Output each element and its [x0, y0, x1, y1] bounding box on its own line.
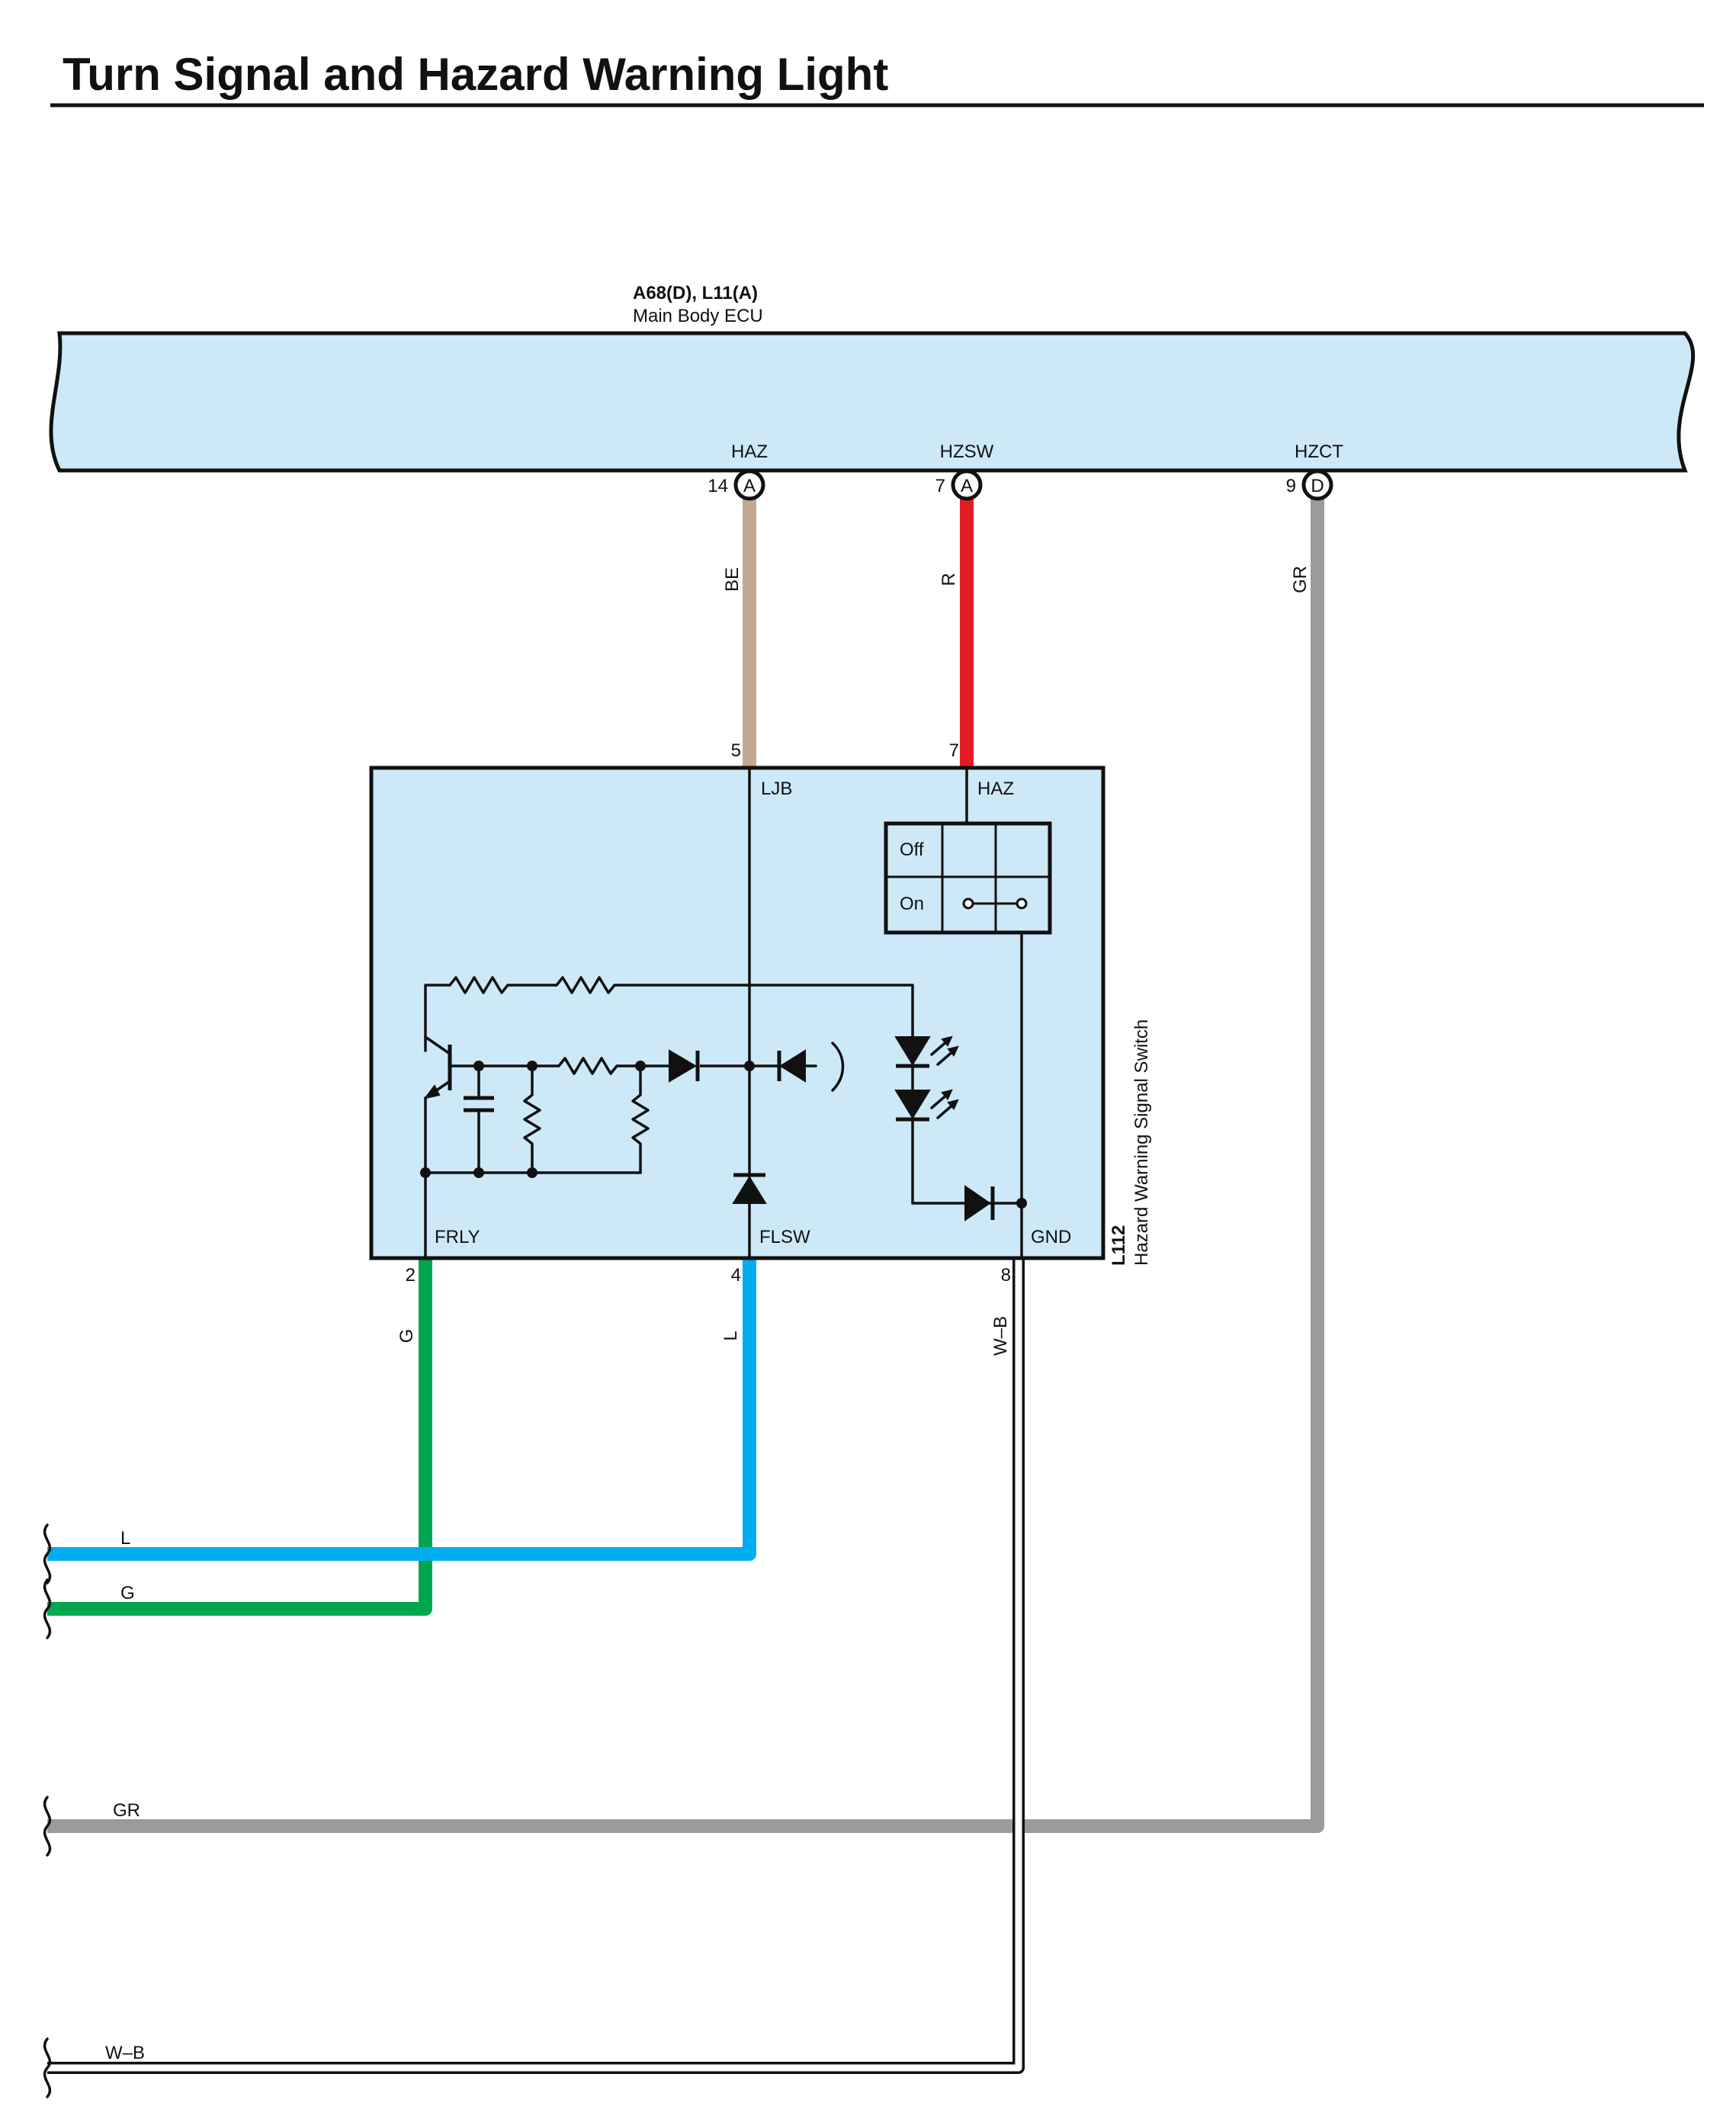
wire-label-l: L — [720, 1331, 741, 1340]
ecu-terminal-14-conn: A — [743, 476, 756, 496]
switch-pin-4-num: 4 — [731, 1265, 741, 1286]
wire-gr — [47, 494, 1324, 1833]
led-2 — [894, 1090, 931, 1119]
main-body-ecu — [49, 331, 1696, 473]
switch-pin-8-num: 8 — [1001, 1265, 1011, 1286]
wire-label-gr: GR — [1290, 566, 1311, 593]
switch-pin-2-num: 2 — [406, 1265, 416, 1286]
led-2-ray-head-1 — [941, 1089, 953, 1100]
diode-1 — [669, 1049, 697, 1083]
wire-break-wb — [43, 2037, 52, 2098]
left-wire-label-wb: W–B — [105, 2043, 145, 2063]
switch-pin-flsw: FLSW — [759, 1227, 810, 1247]
junction-dot — [527, 1061, 537, 1071]
switch-contact-right — [1016, 897, 1028, 910]
ecu-terminal-14-num: 14 — [708, 476, 728, 496]
led-1-ray-head-1 — [941, 1035, 953, 1047]
ecu-pin-haz-signal: HAZ — [731, 441, 768, 462]
led-2-ray-head-2 — [947, 1099, 959, 1110]
led-1-ray-head-2 — [947, 1045, 959, 1057]
ecu-terminal-7-conn: A — [961, 476, 973, 496]
wire-wb — [47, 1257, 1022, 2072]
ecu-connectors-label: A68(D), L11(A) — [633, 283, 758, 303]
wire-break-l — [43, 1523, 52, 1584]
junction-dot — [744, 1061, 755, 1071]
ecu-name-label: Main Body ECU — [633, 306, 763, 326]
wire-wb-outline — [47, 1257, 1025, 2074]
wire-break-gr — [43, 1796, 52, 1857]
ecu-terminal-7-num: 7 — [935, 476, 945, 496]
ecu-terminal-9-num: 9 — [1286, 476, 1296, 496]
switch-id: L112 — [1109, 1225, 1129, 1266]
base-resistor-zz — [557, 1057, 618, 1075]
switch-pin-frly: FRLY — [435, 1227, 480, 1247]
wire-g — [47, 1257, 432, 1616]
left-wire-label-g: G — [120, 1583, 135, 1604]
diode-4 — [964, 1185, 991, 1222]
hazard-switch-box — [369, 766, 1105, 1260]
junction-dot — [635, 1061, 646, 1071]
wire-l — [47, 1257, 756, 1561]
transistor-arrow — [423, 1084, 441, 1100]
switch-pin-7-num: 7 — [949, 740, 959, 761]
diode-2 — [779, 1049, 806, 1083]
switch-table-off: Off — [900, 839, 924, 860]
page-title: Turn Signal and Hazard Warning Light — [63, 49, 888, 100]
switch-name: Hazard Warning Signal Switch — [1131, 1019, 1152, 1266]
left-wire-label-l: L — [120, 1528, 130, 1549]
wire-label-be: BE — [722, 567, 743, 592]
switch-pin-5-num: 5 — [731, 740, 741, 761]
diode-2-curl — [831, 1042, 845, 1092]
junction-dot — [420, 1167, 431, 1178]
junction-dot — [473, 1167, 484, 1178]
switch-pin-haz: HAZ — [977, 778, 1014, 799]
left-wire-label-gr: GR — [113, 1800, 140, 1821]
ecu-terminal-9-conn: D — [1311, 476, 1324, 496]
wire-label-wb: W–B — [990, 1316, 1011, 1356]
wire-break-g — [43, 1578, 52, 1639]
switch-pin-ljb: LJB — [761, 778, 792, 799]
ecu-pin-hzsw-signal: HZSW — [940, 441, 994, 462]
transistor-collector — [424, 1035, 451, 1055]
junction-dot — [527, 1167, 537, 1178]
vresistor-2 — [631, 1064, 650, 1174]
switch-table-on: On — [900, 894, 924, 914]
ecu-terminal-7 — [951, 469, 983, 501]
switch-pin-gnd: GND — [1031, 1227, 1071, 1247]
wire-label-g: G — [396, 1329, 417, 1344]
junction-dot — [473, 1061, 484, 1071]
ecu-terminal-9 — [1301, 469, 1333, 501]
ecu-terminal-14 — [733, 469, 765, 501]
wire-label-r: R — [939, 573, 959, 586]
switch-contact-left — [962, 897, 974, 910]
ecu-pin-hzct-signal: HZCT — [1295, 441, 1343, 462]
top-resistor-rail — [424, 976, 914, 1052]
led-1 — [894, 1036, 931, 1066]
vresistor-1 — [523, 1064, 541, 1174]
